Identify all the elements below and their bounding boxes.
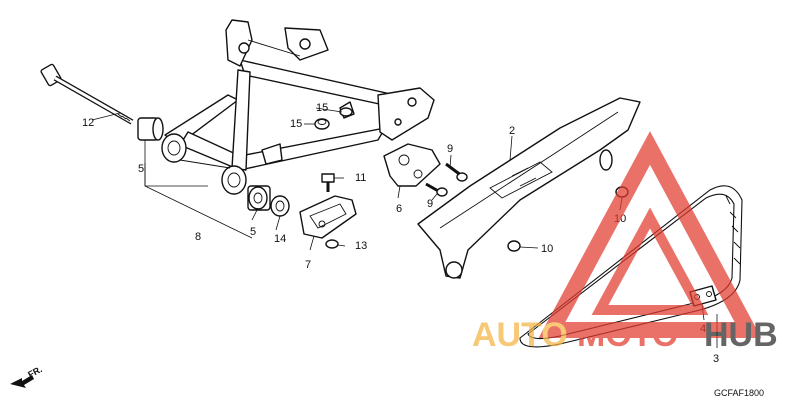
callout-11: 11 xyxy=(355,172,366,184)
callout-8: 8 xyxy=(195,231,201,243)
callout-15-a: 15 xyxy=(316,102,328,114)
watermark-text-moto: MOTO xyxy=(577,316,678,354)
callout-13: 13 xyxy=(355,240,367,252)
front-direction-arrow: FR. xyxy=(10,364,44,388)
callout-2: 2 xyxy=(509,125,515,137)
bolt-9-a xyxy=(445,162,468,182)
chain-slider xyxy=(299,195,357,239)
bolt-11 xyxy=(321,173,335,192)
chain-case xyxy=(417,97,641,279)
bolt-13 xyxy=(325,239,339,249)
callout-9-a: 9 xyxy=(447,143,453,155)
callout-labels: 12 5 8 5 14 7 15 15 11 13 6 9 9 2 10 10 … xyxy=(82,102,719,365)
bolt-10-b xyxy=(507,240,521,252)
callout-12: 12 xyxy=(82,117,94,129)
bushing-lower xyxy=(247,185,271,211)
bolt-9-b xyxy=(425,182,448,197)
bracket-6 xyxy=(383,143,441,187)
watermark-triangle-icon xyxy=(538,131,762,338)
callout-9-b: 9 xyxy=(427,198,433,210)
bushing-upper xyxy=(137,117,164,141)
callout-5-b: 5 xyxy=(250,226,256,238)
callout-6: 6 xyxy=(396,203,402,215)
nut-15-b xyxy=(314,118,330,130)
direction-label: FR. xyxy=(26,364,43,380)
watermark-text-hub: HUB xyxy=(704,316,778,354)
callout-14: 14 xyxy=(274,233,286,245)
watermark-logo: AUTO MOTO HUB xyxy=(472,131,778,354)
callout-3: 3 xyxy=(713,353,719,365)
watermark-text-auto: AUTO xyxy=(472,316,568,354)
callout-5-a: 5 xyxy=(138,163,144,175)
pivot-bolt xyxy=(40,63,134,125)
diagram-code: GCFAF1800 xyxy=(714,388,764,398)
callout-7: 7 xyxy=(305,259,311,271)
rubber-14 xyxy=(270,195,290,217)
callout-10-b: 10 xyxy=(541,243,553,255)
callout-15-b: 15 xyxy=(290,118,302,130)
swing-arm xyxy=(161,19,435,195)
